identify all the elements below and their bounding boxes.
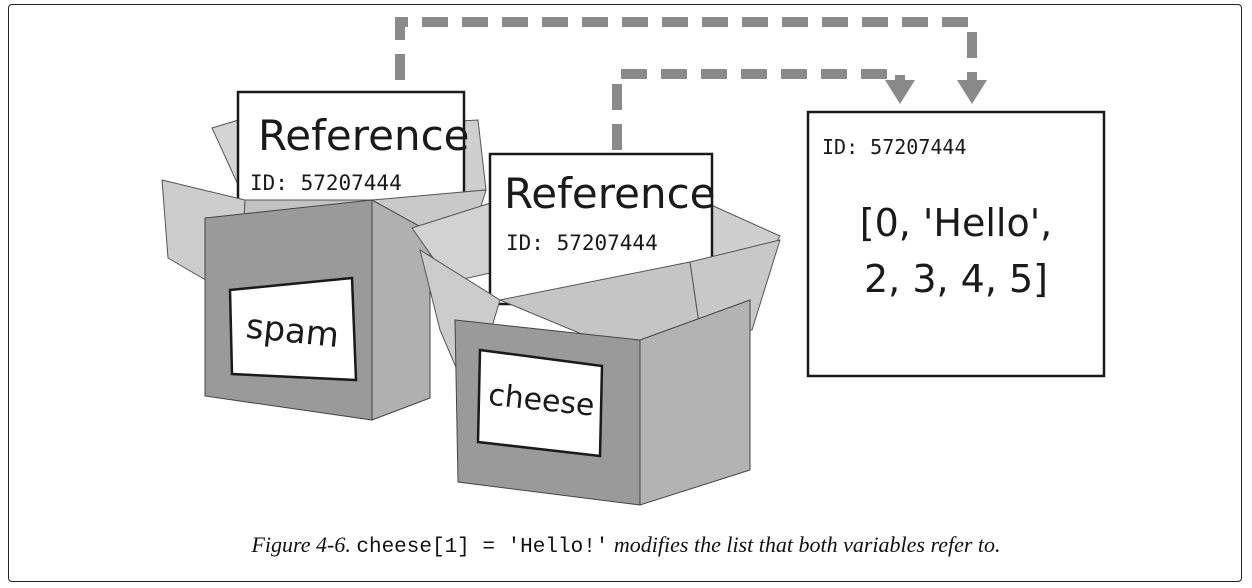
arrow-from-cheese (612, 69, 905, 150)
spam-tag-id: ID: 57207444 (250, 171, 402, 195)
figure-caption: Figure 4-6. cheese[1] = 'Hello!' modifie… (0, 532, 1252, 559)
cheese-box: Reference ID: 57207444 cheese (411, 152, 781, 506)
spam-tag-title: Reference (258, 111, 470, 160)
list-value-box: ID: 57207444 [0, 'Hello', 2, 3, 4, 5] (806, 110, 1106, 378)
list-value-line2: 2, 3, 4, 5] (864, 257, 1048, 301)
spam-label: spam (244, 307, 341, 357)
list-value-frame (806, 110, 1106, 378)
arrows (395, 17, 977, 150)
references-diagram: Reference ID: 57207444 spam Reference ID… (161, 17, 1106, 506)
arrowhead-cheese (885, 80, 915, 104)
cheese-box-side (639, 299, 751, 506)
caption-code: cheese[1] = 'Hello!' (356, 536, 609, 559)
cheese-side-flap (689, 239, 781, 331)
list-value-id: ID: 57207444 (822, 135, 967, 159)
spam-label-card (228, 276, 358, 382)
cheese-tag-id: ID: 57207444 (506, 231, 658, 255)
cheese-tag-title: Reference (504, 169, 716, 218)
spam-box-side (371, 199, 431, 421)
caption-text: modifies the list that both variables re… (613, 532, 1001, 557)
list-value-line1: [0, 'Hello', (860, 201, 1052, 245)
arrowhead-spam (957, 80, 987, 104)
caption-figure-number: Figure 4-6. (251, 532, 351, 557)
cheese-label-card (476, 348, 604, 458)
arrow-from-spam (395, 17, 977, 82)
